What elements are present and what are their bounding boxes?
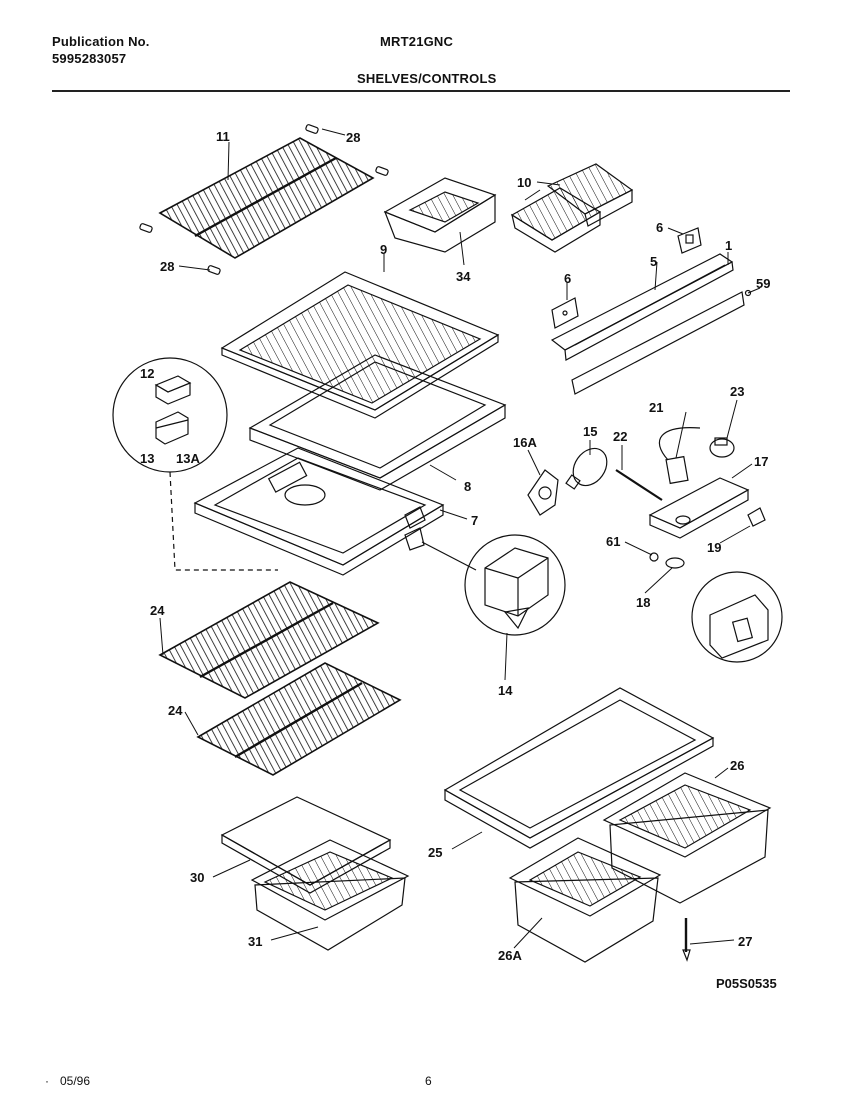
- callout-19: 19: [707, 540, 721, 555]
- callout-6-lower: 6: [564, 271, 571, 286]
- page-number: 6: [425, 1074, 432, 1088]
- callout-16a: 16A: [513, 435, 537, 450]
- section-title: SHELVES/CONTROLS: [357, 71, 497, 86]
- callout-28-top: 28: [346, 130, 360, 145]
- callout-11: 11: [216, 129, 230, 144]
- detail-circle-switch: [691, 571, 783, 663]
- detail-circle-lamp-socket: [112, 357, 228, 473]
- wire-shelf-middle: [158, 581, 380, 699]
- callout-24-upper: 24: [150, 603, 165, 618]
- callout-6-upper: 6: [656, 220, 663, 235]
- callout-28-left: 28: [160, 259, 174, 274]
- callout-31: 31: [248, 934, 262, 949]
- callout-59: 59: [756, 276, 770, 291]
- ice-bucket: [383, 177, 497, 253]
- control-panel-trim: [550, 253, 745, 395]
- publication-number: 5995283057: [52, 51, 127, 66]
- callout-17: 17: [754, 454, 768, 469]
- callout-15: 15: [583, 424, 597, 439]
- ice-cube-trays: [510, 163, 634, 253]
- wire-shelf-top: [158, 137, 375, 259]
- wire-shelf-lower: [196, 662, 402, 776]
- crisper-cover-shelf: [220, 271, 500, 419]
- crisper-cover-frame: [443, 687, 715, 849]
- leader-lines: [159, 128, 761, 949]
- callout-26: 26: [730, 758, 744, 773]
- shelf-frame: [248, 354, 507, 491]
- footer-bullet: ·: [45, 1074, 49, 1088]
- callout-22: 22: [613, 429, 627, 444]
- callout-9: 9: [380, 242, 387, 257]
- leveling-screw: [682, 918, 691, 962]
- callout-7: 7: [471, 513, 478, 528]
- header-rule: [52, 90, 790, 92]
- callout-24-lower: 24: [168, 703, 183, 718]
- control-housing: [193, 447, 445, 576]
- callout-5: 5: [650, 254, 657, 269]
- callout-61: 61: [606, 534, 620, 549]
- callout-12: 12: [140, 366, 154, 381]
- drawing-code: P05S0535: [716, 976, 777, 991]
- leader-dashed: [169, 471, 278, 571]
- callout-34: 34: [456, 269, 471, 284]
- callout-8: 8: [464, 479, 471, 494]
- meat-keeper-drawer: [250, 839, 410, 951]
- callout-10: 10: [517, 175, 531, 190]
- callout-23: 23: [730, 384, 744, 399]
- crisper-pan-right: [602, 772, 772, 904]
- lamp-socket-bulb: [527, 447, 608, 516]
- callout-30: 30: [190, 870, 204, 885]
- callout-18: 18: [636, 595, 650, 610]
- publication-label: Publication No.: [52, 34, 150, 49]
- callout-13: 13: [140, 451, 154, 466]
- callout-27: 27: [738, 934, 752, 949]
- thermostat-assembly: [615, 427, 766, 569]
- callout-26a: 26A: [498, 948, 522, 963]
- callout-14: 14: [498, 683, 513, 698]
- mounting-brackets: [551, 227, 752, 329]
- detail-circle-damper: [404, 527, 566, 636]
- model-number: MRT21GNC: [380, 34, 454, 49]
- callout-13a: 13A: [176, 451, 200, 466]
- footer-date: 05/96: [60, 1074, 91, 1088]
- callout-25: 25: [428, 845, 442, 860]
- crisper-pan-left: [508, 837, 662, 963]
- callout-21: 21: [649, 400, 663, 415]
- callout-1: 1: [725, 238, 732, 253]
- shelf-support-pegs: [139, 124, 389, 275]
